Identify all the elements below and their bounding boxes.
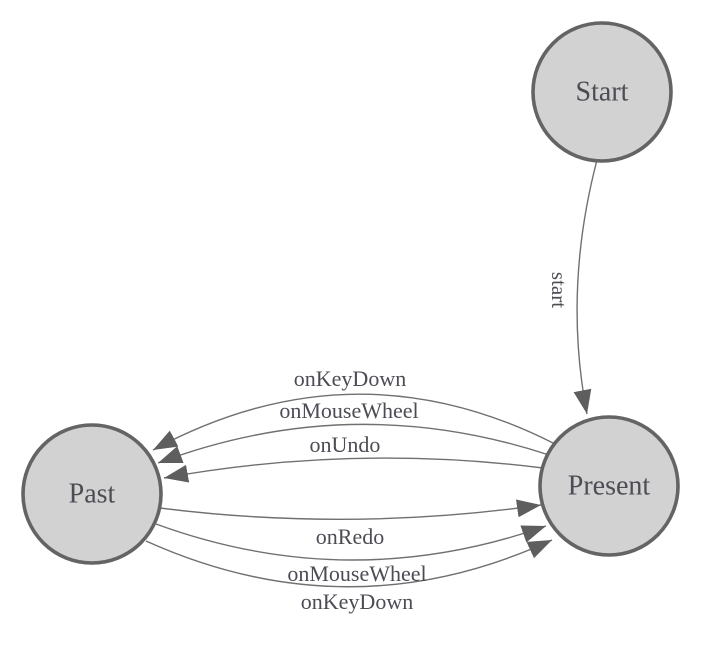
edge-present-to-past-onkeydown[interactable] <box>152 393 554 451</box>
edge-label-onmousewheel-top: onMouseWheel <box>279 398 418 423</box>
edge-label-onkeydown-top: onKeyDown <box>294 366 406 391</box>
node-start-label: Start <box>576 77 629 108</box>
edge-present-to-past-onundo[interactable] <box>163 457 544 483</box>
edge-label-onkeydown-bottom: onKeyDown <box>301 589 413 614</box>
edge-present-to-past-onmousewheel[interactable] <box>157 423 550 464</box>
edge-label-onredo: onRedo <box>316 524 384 549</box>
node-present-label: Present <box>568 471 651 502</box>
edge-past-to-present-onkeydown[interactable] <box>145 539 553 588</box>
edge-start-to-present[interactable] <box>573 159 598 415</box>
node-past[interactable] <box>21 423 163 565</box>
edge-past-to-present-onmousewheel[interactable] <box>155 523 547 561</box>
edge-label-start: start <box>547 272 571 308</box>
node-past-label: Past <box>69 479 116 510</box>
node-start[interactable] <box>531 21 673 163</box>
edge-label-onundo: onUndo <box>310 432 381 457</box>
edge-past-to-present-onredo[interactable] <box>159 499 542 520</box>
edge-label-onmousewheel-bottom: onMouseWheel <box>287 561 426 586</box>
node-present[interactable] <box>538 415 680 557</box>
